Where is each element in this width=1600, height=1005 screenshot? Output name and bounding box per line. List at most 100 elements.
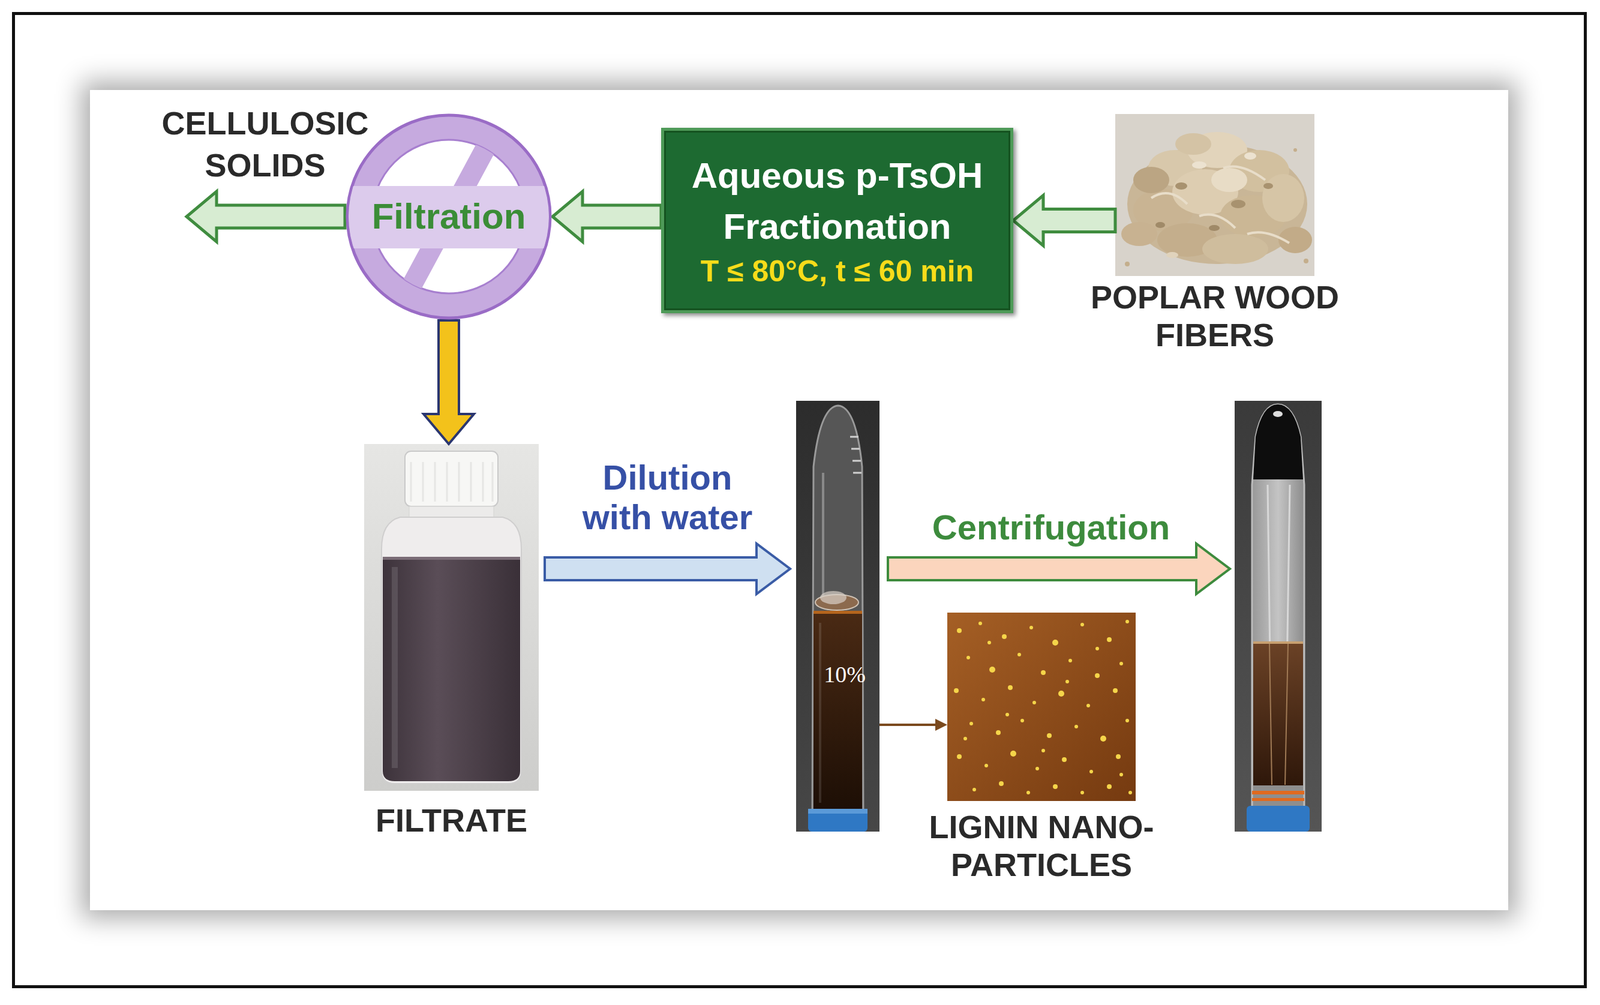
- wood-fiber-photo: [1175, 182, 1188, 190]
- filtration-icon: [347, 115, 551, 318]
- afm-image: [947, 612, 1136, 801]
- process-box: Aqueous p-TsOH FractionationT ≤ 80°C, t …: [661, 127, 1014, 314]
- filtration-icon: [371, 139, 526, 294]
- wood-fiber-photo: [1231, 199, 1246, 209]
- filtrate-bottle-photo: [404, 451, 498, 507]
- afm-image: [989, 666, 996, 673]
- diluted-tube-photo: [796, 400, 880, 832]
- afm-image: [1010, 750, 1017, 757]
- afm-image: [947, 612, 1136, 801]
- wood-fiber-photo: [1244, 152, 1257, 160]
- tube-node: 10%: [796, 400, 880, 832]
- afm-image: [963, 736, 968, 741]
- afm-image: [1041, 748, 1046, 753]
- centrifuged-tube-photo: [1269, 643, 1272, 785]
- wood-fiber-photo: [1263, 182, 1274, 189]
- afm-image: [966, 655, 971, 660]
- afm-image: [1089, 769, 1094, 774]
- centrifuged-tube-photo: [1253, 404, 1304, 480]
- afm-image: [1026, 790, 1031, 795]
- centrifuged-tube-photo: [1246, 805, 1310, 832]
- centrifuged-tube-photo: [1252, 790, 1305, 795]
- afm-image: [1046, 733, 1052, 738]
- wood-fiber-photo: [1202, 233, 1269, 264]
- afm-image: [1080, 622, 1085, 627]
- afm-image: [1074, 724, 1079, 729]
- concentration-label: 10%: [809, 661, 881, 689]
- filtrate-bottle-photo: [391, 566, 398, 768]
- filtration-icon: [344, 185, 553, 249]
- afm-image: [1058, 690, 1065, 697]
- filtrate-bottle-photo: [364, 443, 539, 791]
- image-node: LIGNIN NANO- PARTICLES: [947, 612, 1136, 801]
- process-title: Aqueous p-TsOH Fractionation: [673, 149, 1001, 252]
- afm-image: [1052, 784, 1058, 789]
- afm-image: [1106, 637, 1112, 642]
- filtration-circle: Filtration: [344, 112, 553, 321]
- dilution-arrow: [544, 543, 791, 594]
- afm-image: [998, 781, 1004, 786]
- centrifuged-tube-photo: [1234, 400, 1322, 832]
- afm-image: [972, 787, 977, 792]
- centrifugation-arrow: [887, 543, 1230, 594]
- afm-image: [1005, 712, 1010, 717]
- afm-image: [956, 754, 962, 759]
- wood-fiber-photo: [1303, 258, 1309, 264]
- afm-image: [953, 688, 959, 693]
- process-arrow: [552, 191, 662, 242]
- afm-image: [1125, 718, 1130, 723]
- afm-image: [1052, 639, 1059, 646]
- afm-image: [1032, 700, 1037, 705]
- diluted-tube-photo: [850, 436, 862, 473]
- filtrate-arrow: [423, 320, 474, 444]
- caption: POPLAR WOOD FIBERS: [1073, 278, 1356, 354]
- centrifuged-tube-photo: [1252, 797, 1305, 801]
- afm-image: [1020, 718, 1025, 723]
- diluted-tube-photo: [813, 611, 863, 814]
- afm-image: [987, 640, 992, 645]
- wood-fiber-photo: [1211, 167, 1248, 192]
- arrow-head: [935, 718, 948, 731]
- centrifuged-tube-photo: [1253, 642, 1304, 786]
- afm-image: [953, 619, 1133, 795]
- diluted-tube-photo: [796, 400, 880, 832]
- afm-image: [1001, 634, 1007, 639]
- caption: FILTRATE: [340, 801, 563, 840]
- diluted-tube-photo: [820, 590, 847, 605]
- process-arrow: [186, 191, 345, 242]
- afm-image: [1106, 784, 1112, 789]
- process-arrow: [1013, 195, 1116, 246]
- dilution-arrow: [544, 543, 791, 594]
- wood-fiber-photo: [1166, 251, 1179, 258]
- filtrate-arrow: [423, 320, 474, 444]
- afm-image: [1007, 685, 1013, 690]
- filtrate-bottle-photo: [410, 461, 493, 502]
- centrifuged-tube-photo: [1273, 410, 1283, 417]
- process-arrow: [1013, 195, 1116, 246]
- filtrate-bottle-photo: [364, 443, 539, 791]
- photo-node: FILTRATE: [364, 443, 539, 791]
- afm-image: [1029, 625, 1034, 630]
- afm-image: [1017, 652, 1022, 657]
- diluted-tube-photo: [813, 610, 863, 614]
- afm-image: [981, 697, 986, 702]
- filtrate-bottle-photo: [382, 556, 521, 560]
- diluted-tube-photo: [818, 622, 822, 803]
- afm-image: [1040, 670, 1046, 675]
- afm-image: [1100, 735, 1107, 742]
- photo-node: POPLAR WOOD FIBERS: [1115, 113, 1315, 276]
- output-label: CELLULOSIC SOLIDS: [151, 101, 380, 186]
- afm-image: [978, 621, 983, 626]
- wood-fiber-photo: [1115, 113, 1315, 276]
- afm-image: [1061, 757, 1067, 762]
- wood-fiber-photo: [1192, 161, 1207, 169]
- leader-arrow: [879, 718, 948, 731]
- leader-arrow: [879, 723, 936, 726]
- diluted-tube-photo: [821, 472, 825, 605]
- filtrate-bottle-photo: [381, 517, 522, 784]
- afm-image: [1119, 661, 1124, 666]
- diluted-tube-photo: [808, 808, 868, 814]
- centrifuged-tube-photo: [1252, 404, 1305, 815]
- process-arrow: [552, 191, 662, 242]
- wood-fiber-photo: [1133, 166, 1170, 194]
